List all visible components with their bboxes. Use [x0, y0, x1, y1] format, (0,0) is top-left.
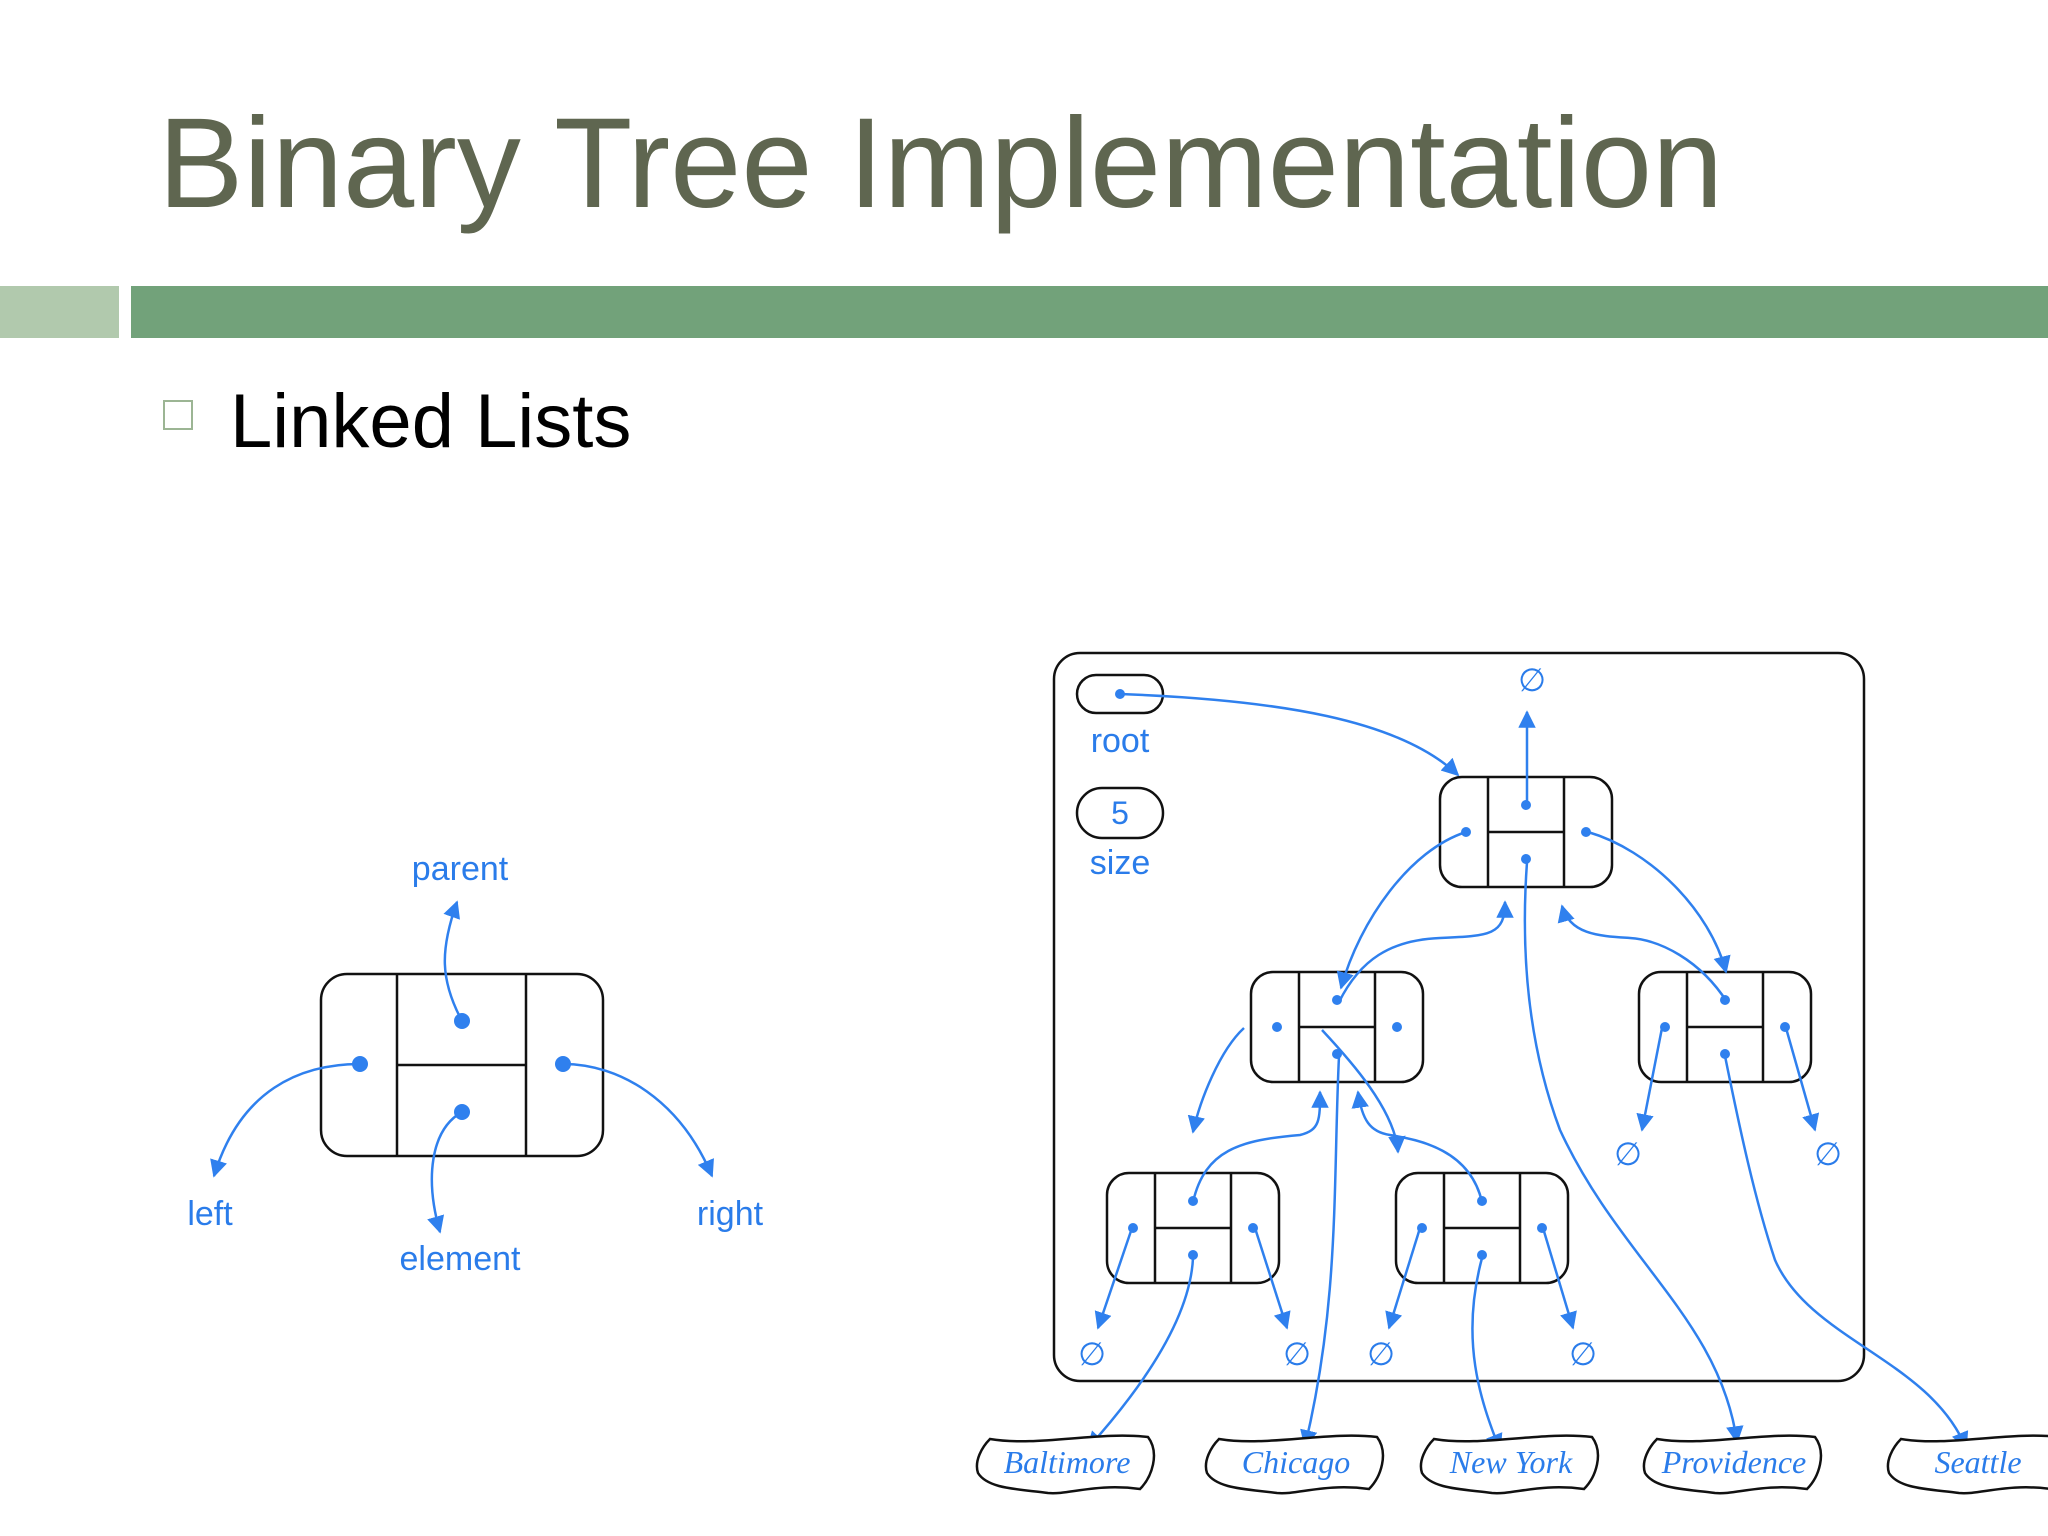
right-label: right: [697, 1195, 764, 1233]
ll-left-null-edge: [1094, 1227, 1134, 1330]
slide-title: Binary Tree Implementation: [158, 92, 1724, 235]
left-label: left: [187, 1195, 233, 1233]
null-right-left: ∅: [1614, 1136, 1642, 1172]
size-label: size: [1090, 844, 1150, 882]
element-label: element: [400, 1240, 522, 1278]
right-parent-edge: [1557, 904, 1729, 1003]
linked-tree-diagram: root 5 size ∅: [975, 651, 2048, 1495]
city-label: Providence: [1661, 1444, 1807, 1480]
header-bar-right: [131, 286, 2048, 338]
size-field: [1075, 786, 1165, 840]
city-label: New York: [1449, 1444, 1573, 1480]
right-link: [562, 1062, 714, 1178]
null-right-right: ∅: [1814, 1136, 1842, 1172]
bullet-square-icon: [163, 400, 193, 430]
left-link: [210, 1062, 361, 1178]
city-tag-providence: Providence: [1642, 1434, 1823, 1495]
city-tag-chicago: Chicago: [1204, 1434, 1385, 1495]
root-pointer: [1119, 692, 1460, 777]
right-left-null-edge: [1636, 1027, 1664, 1132]
lr-right-null-edge: [1541, 1227, 1577, 1330]
city-tag-new-york: New York: [1419, 1434, 1600, 1495]
ll-element-edge: [1086, 1257, 1195, 1450]
ll-left-edge: [1187, 1027, 1245, 1134]
null-root-parent: ∅: [1518, 662, 1546, 698]
lr-left-null-edge: [1385, 1227, 1422, 1330]
city-label: Chicago: [1242, 1444, 1350, 1480]
city-label: Baltimore: [1004, 1444, 1131, 1480]
left-element-edge: [1300, 1055, 1341, 1448]
parent-link: [443, 900, 464, 1022]
null-lr-left: ∅: [1367, 1336, 1395, 1372]
null-lr-right: ∅: [1569, 1336, 1597, 1372]
tree-container: [1052, 651, 1866, 1383]
null-ll-left: ∅: [1078, 1336, 1106, 1372]
ll-parent-edge: [1191, 1090, 1329, 1203]
node-structure-diagram: parent left element right: [187, 850, 763, 1278]
root-element-edge: [1523, 861, 1744, 1444]
right-right-null-edge: [1784, 1027, 1820, 1132]
root-label: root: [1091, 722, 1150, 760]
right-element-edge: [1723, 1055, 1969, 1450]
size-value: 5: [1111, 795, 1129, 831]
tree-node-left-right: [1394, 1171, 1570, 1285]
city-tag-seattle: Seattle: [1886, 1434, 2048, 1495]
header-bar-left: [0, 286, 119, 338]
element-link: [427, 1110, 463, 1234]
root-left-edge: [1336, 830, 1467, 990]
bullet-text: Linked Lists: [230, 379, 632, 464]
tree-node-right: [1637, 970, 1813, 1084]
lr-element-edge: [1471, 1257, 1503, 1452]
lr-parent-edge: [1351, 1090, 1484, 1203]
left-parent-edge: [1337, 900, 1514, 1003]
root-right-edge: [1587, 830, 1731, 974]
parent-label: parent: [412, 850, 509, 888]
null-ll-right: ∅: [1283, 1336, 1311, 1372]
city-label: Seattle: [1934, 1444, 2021, 1480]
ll-right-null-edge: [1253, 1227, 1291, 1330]
tree-node-left: [1249, 970, 1425, 1084]
city-tag-baltimore: Baltimore: [975, 1434, 1156, 1495]
